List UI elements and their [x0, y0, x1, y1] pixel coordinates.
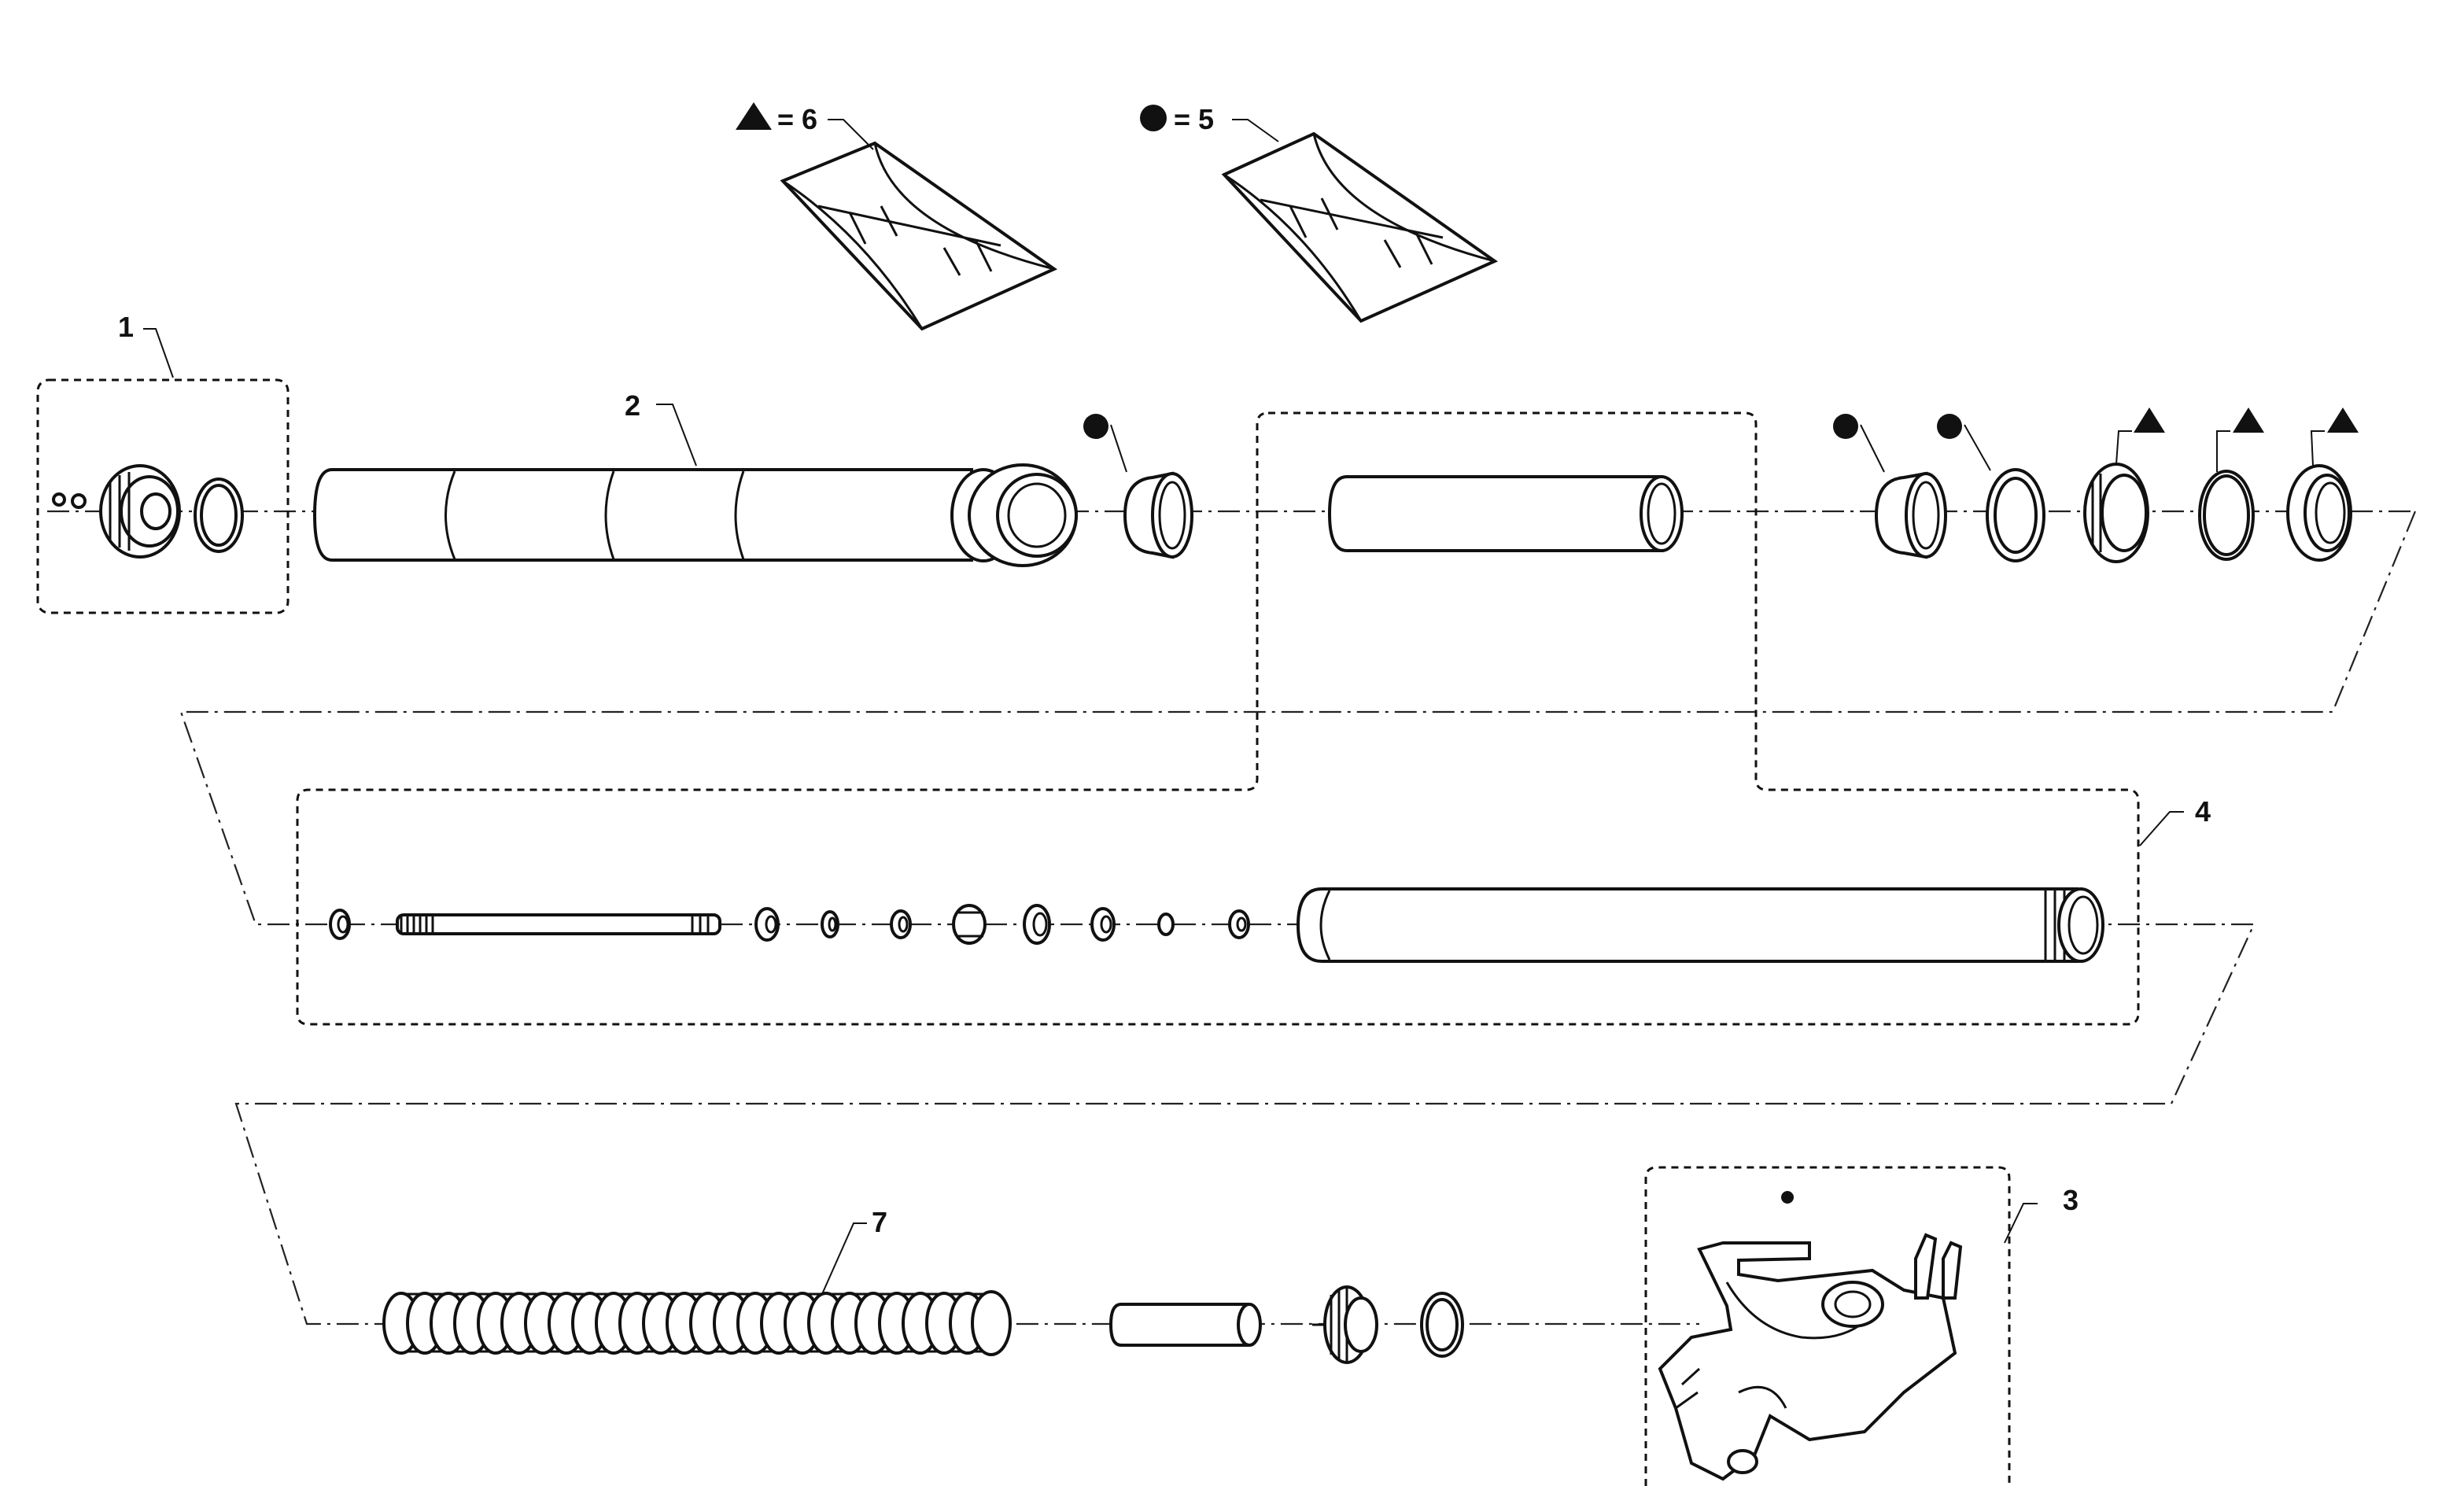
- inner-tube-upper: [1327, 475, 1684, 552]
- callout-2: 2: [625, 389, 640, 422]
- triangle-marker: [2327, 407, 2359, 433]
- legend-bag-6: [780, 141, 1058, 331]
- callout-3: 3: [2063, 1184, 2079, 1216]
- part-2-tube: [312, 463, 1078, 567]
- rod-small-parts: [754, 904, 1250, 945]
- damper-rod: [396, 913, 721, 935]
- legend: = 6 = 5: [736, 102, 1214, 135]
- oil-seal: [2286, 464, 2352, 562]
- callout-7: 7: [872, 1206, 887, 1238]
- legend-text-circle: = 5: [1174, 103, 1214, 135]
- part-1-cap: [52, 464, 181, 559]
- group-box-3: [1644, 1166, 2011, 1486]
- triangle-markers: [2134, 407, 2359, 433]
- callout-1: 1: [118, 311, 134, 343]
- circle-icon: [1140, 105, 1167, 131]
- group-boxes: [36, 378, 2140, 1486]
- legend-text-triangle: = 6: [777, 103, 817, 135]
- triangle-marker: [2134, 407, 2165, 433]
- leader-lines: [143, 119, 2325, 1295]
- snap-ring: [2198, 470, 2255, 561]
- oring-lower: [1420, 1292, 1464, 1358]
- spacer-tube: [1108, 1303, 1262, 1347]
- cartridge-nut: [329, 909, 351, 940]
- cartridge-tube: [1296, 887, 2104, 963]
- circle-marker: [1083, 414, 1108, 439]
- bushing-left: [1123, 471, 1193, 559]
- group-box-4: [296, 411, 2140, 1026]
- callout-4: 4: [2195, 795, 2211, 828]
- bushing-right: [1874, 471, 1947, 559]
- part-1-oring: [194, 478, 244, 553]
- legend-item-triangle: = 6: [736, 102, 817, 135]
- group-box-1: [36, 378, 290, 614]
- legend-item-circle: = 5: [1140, 103, 1214, 135]
- top-cap-lower: [1312, 1285, 1378, 1364]
- callouts: 1 2 3 4 7: [118, 311, 2211, 1238]
- circle-marker: [1937, 414, 1962, 439]
- part-7-spring: [382, 1290, 1012, 1356]
- circle-markers: [1083, 414, 1962, 1204]
- triangle-marker: [2233, 407, 2264, 433]
- dust-seal: [2083, 463, 2149, 563]
- circle-marker: [1781, 1191, 1794, 1204]
- part-3-fork-bottom: [1658, 1233, 1963, 1481]
- triangle-icon: [736, 102, 772, 130]
- washer-right: [1986, 468, 2045, 562]
- legend-bag-5: [1221, 131, 1499, 323]
- circle-marker: [1833, 414, 1858, 439]
